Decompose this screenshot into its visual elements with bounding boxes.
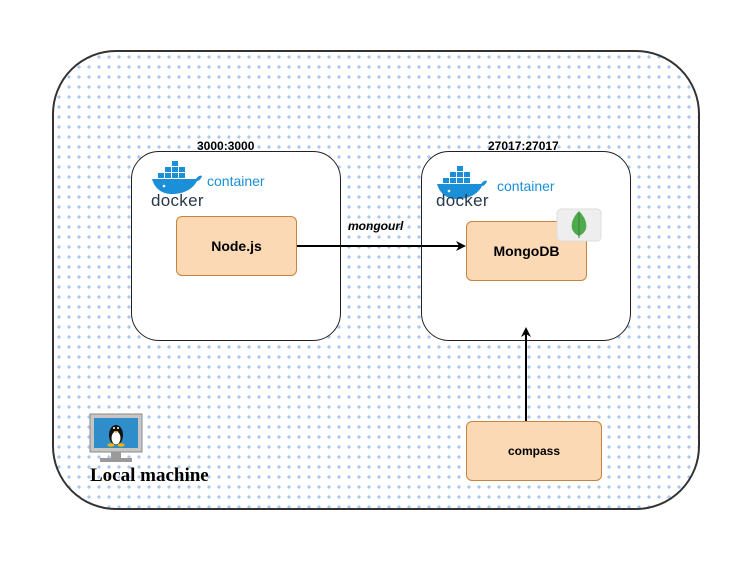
mongo-port-label: 27017:27017 bbox=[488, 139, 559, 153]
docker-logo-text: docker bbox=[151, 191, 204, 210]
mongodb-service-label: MongoDB bbox=[493, 243, 560, 259]
linux-monitor-icon bbox=[89, 413, 143, 462]
compass-label: compass bbox=[507, 444, 561, 458]
node-port-label: 3000:3000 bbox=[197, 139, 255, 153]
docker-whale-icon bbox=[437, 166, 487, 199]
nodejs-service-box: Node.js bbox=[176, 216, 297, 276]
mongo-container-label: container bbox=[497, 178, 555, 194]
mongodb-leaf-icon bbox=[556, 208, 602, 242]
docker-logo-text: docker bbox=[436, 191, 489, 210]
nodejs-service-label: Node.js bbox=[211, 238, 262, 254]
local-machine-label: Local machine bbox=[90, 465, 209, 486]
mongourl-edge-label: mongourl bbox=[348, 219, 404, 233]
docker-whale-icon bbox=[152, 161, 202, 194]
node-container-label: container bbox=[207, 173, 265, 189]
compass-box: compass bbox=[466, 421, 602, 481]
